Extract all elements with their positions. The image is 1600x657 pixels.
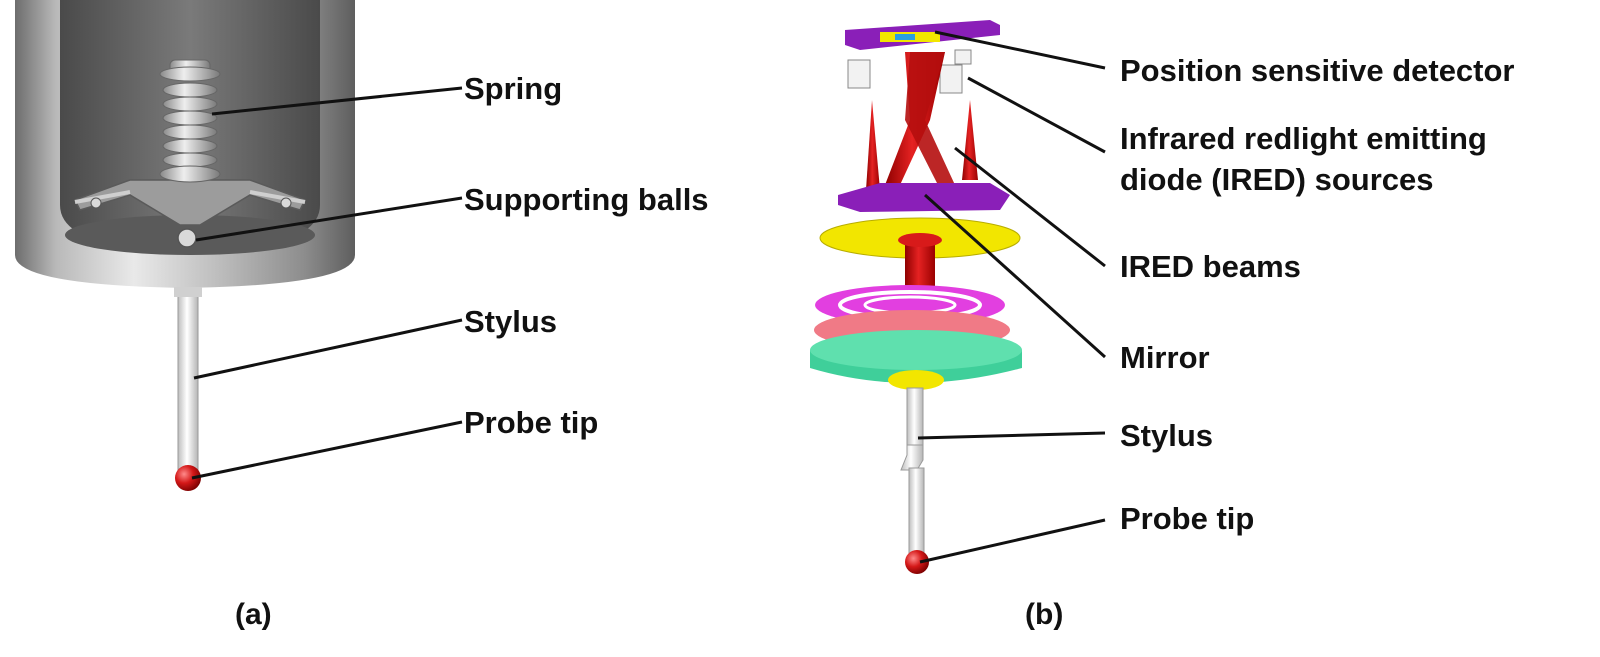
ired-source — [939, 64, 963, 94]
label-position-sensitive-detector: Position sensitive detector — [1120, 53, 1515, 88]
support-rod-left — [74, 190, 131, 204]
leader-stylus-b — [917, 431, 1106, 440]
ired-source — [847, 59, 871, 89]
leader-ired-sources — [967, 76, 1106, 154]
label-stylus-a: Stylus — [464, 304, 558, 339]
leader-psd — [934, 30, 1106, 70]
label-mirror: Mirror — [1120, 340, 1210, 375]
leader-ired-beams — [954, 146, 1106, 268]
support-rod-right — [249, 190, 306, 204]
stylus-collar-a — [174, 287, 202, 297]
spring-coil — [159, 59, 221, 183]
probe-tip-ball-a — [175, 465, 201, 491]
supporting-ball — [90, 197, 102, 209]
green-base-hub — [888, 370, 944, 390]
leader-probe-tip-a — [191, 420, 463, 480]
caption-panel-b: (b) — [1025, 598, 1064, 631]
label-probe-tip-a: Probe tip — [464, 405, 599, 440]
leader-stylus-a — [193, 318, 463, 380]
ired-beam — [905, 52, 955, 185]
caption-panel-a: (a) — [235, 598, 272, 631]
green-base-top — [810, 330, 1022, 370]
ired-source — [954, 49, 972, 65]
label-spring: Spring — [464, 71, 563, 106]
panel-a-probe-illustration — [15, 0, 463, 491]
label-supporting-balls: Supporting balls — [464, 182, 709, 217]
panel-b-probe-illustration — [810, 20, 1107, 574]
label-ired-beams: IRED beams — [1120, 249, 1301, 284]
supporting-ball — [280, 197, 292, 209]
ired-beam — [962, 100, 978, 180]
mirror-plate — [838, 183, 1010, 212]
label-probe-tip-b: Probe tip — [1120, 501, 1255, 536]
stylus-b-lower — [908, 467, 925, 557]
stylus-a — [177, 291, 199, 473]
ired-beam — [866, 100, 880, 190]
label-ired-sources-line2: diode (IRED) sources — [1120, 162, 1434, 197]
psd-sensor-cell — [895, 34, 915, 40]
red-column-cap — [898, 233, 942, 247]
leader-mirror — [923, 193, 1107, 359]
supporting-ball — [177, 228, 197, 248]
stylus-b-bend — [900, 444, 924, 471]
probe-tip-ball-b — [905, 550, 929, 574]
leader-spring — [211, 86, 463, 116]
leader-probe-tip-b — [919, 518, 1106, 564]
label-stylus-b: Stylus — [1120, 418, 1214, 453]
label-ired-sources-line1: Infrared redlight emitting — [1120, 121, 1487, 156]
leader-supporting-balls — [195, 196, 463, 242]
